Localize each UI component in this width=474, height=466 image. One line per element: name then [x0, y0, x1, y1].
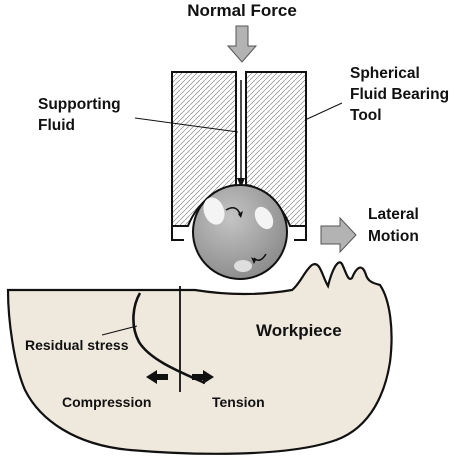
normal-force-arrow-icon	[226, 25, 258, 63]
residual-stress-label: Residual stress	[25, 337, 129, 353]
rotation-arrowhead-top	[238, 211, 243, 218]
supporting-fluid-label-line1: Supporting	[38, 96, 121, 113]
fluid-film-right	[294, 226, 307, 241]
rotation-arrow-bottom	[253, 253, 267, 261]
normal-force-label: Normal Force	[187, 1, 297, 20]
compression-arrow-icon	[146, 370, 168, 384]
lateral-motion-label-line1: Lateral	[368, 206, 419, 223]
compression-label: Compression	[62, 394, 151, 410]
tension-label: Tension	[212, 394, 265, 410]
fluid-channel-arrowhead	[237, 178, 245, 188]
tension-arrow-icon	[192, 370, 214, 384]
workpiece-body	[6, 261, 393, 455]
rotation-arrow-top	[225, 207, 241, 215]
tool-label-line3: Tool	[350, 107, 382, 124]
tool-leader	[304, 102, 343, 121]
lateral-motion-arrow-icon	[320, 216, 357, 254]
tool-label-line2: Fluid Bearing	[350, 86, 449, 103]
supporting-fluid-leader	[134, 117, 239, 133]
rotation-arrowhead-bottom	[251, 257, 256, 264]
tool-label-line1: Spherical	[350, 65, 420, 82]
ball-highlight-3	[234, 260, 252, 272]
residual-stress-leader	[101, 325, 138, 336]
fluid-film-left	[171, 226, 184, 241]
residual-stress-curve	[132, 292, 206, 385]
supporting-fluid-label-line2: Fluid	[38, 117, 75, 134]
workpiece-label: Workpiece	[256, 321, 342, 340]
lateral-motion-label-line2: Motion	[368, 228, 419, 245]
ball-highlight-1	[203, 197, 225, 225]
ball-highlight-2	[254, 206, 274, 230]
